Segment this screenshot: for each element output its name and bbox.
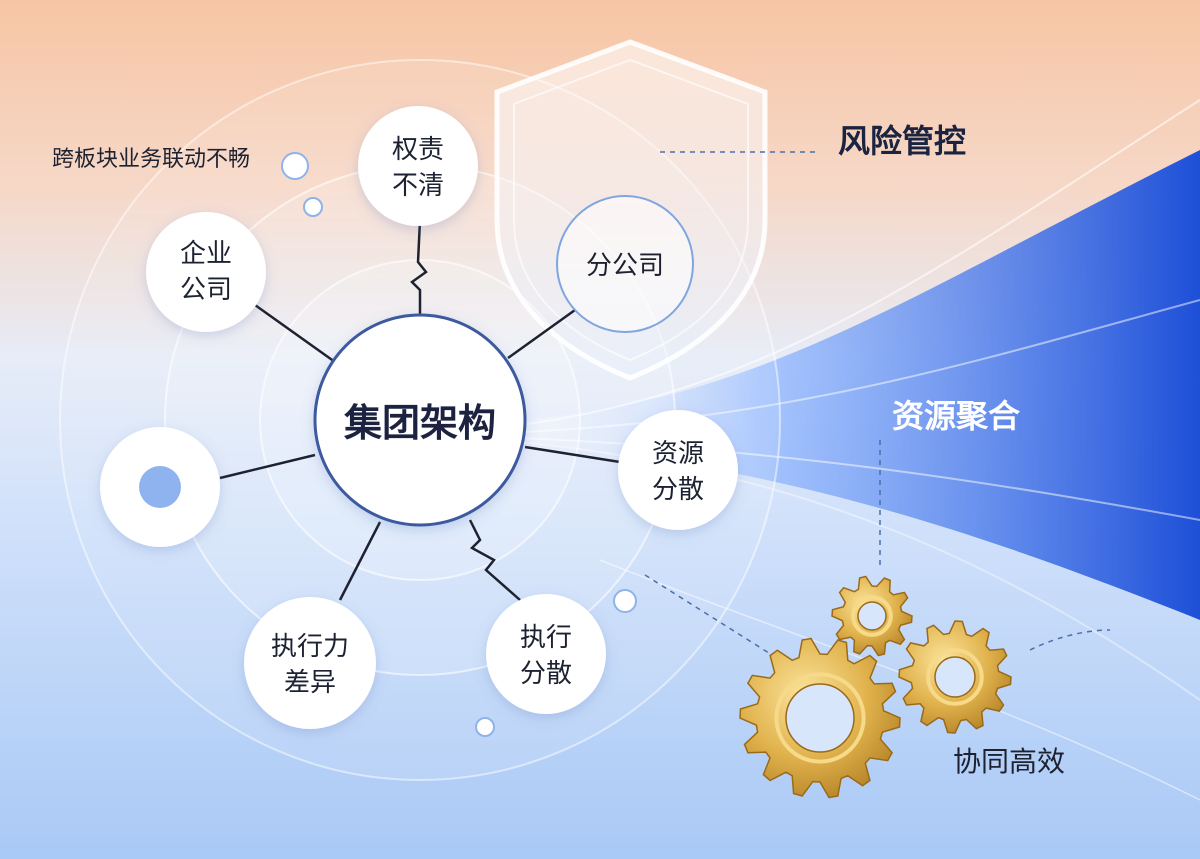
annotation-cross-sector: 跨板块业务联动不畅 — [52, 147, 250, 172]
node-execution-gap-line1: 执行力 — [271, 632, 349, 662]
annotation-resource-aggregation: 资源聚合 — [892, 397, 1020, 435]
gear-large-ring — [774, 672, 866, 764]
annotation-risk-control: 风险管控 — [838, 122, 966, 160]
hub-label: 集团架构 — [343, 401, 496, 445]
leader-lines — [644, 151, 1111, 661]
node-execution-gap: 执行力 差异 — [244, 597, 376, 729]
node-rights-line1: 权责 — [392, 135, 444, 165]
node-dot — [100, 427, 220, 547]
node-branch: 分公司 — [556, 195, 694, 333]
gear-small-hole — [857, 601, 887, 631]
connector-lines — [219, 219, 621, 601]
gear-small-ring — [851, 595, 893, 637]
node-execution-split-line2: 分散 — [520, 659, 572, 689]
decorative-dots — [281, 152, 637, 737]
gear-large-hole — [785, 683, 855, 753]
node-execution-split: 执行 分散 — [486, 594, 606, 714]
hub-node: 集团架构 — [313, 313, 527, 527]
annotation-synergy: 协同高效 — [953, 745, 1065, 778]
node-resource: 资源 分散 — [618, 410, 738, 530]
node-resource-line2: 分散 — [652, 475, 704, 505]
node-execution-gap-line2: 差异 — [284, 668, 336, 698]
dot-icon — [139, 466, 181, 508]
node-execution-split-line1: 执行 — [520, 623, 572, 653]
node-branch-label: 分公司 — [586, 251, 664, 281]
gear-icon — [739, 575, 1012, 799]
node-enterprise-line2: 公司 — [180, 275, 232, 305]
node-rights-line2: 不清 — [392, 171, 444, 201]
gear-medium-ring — [926, 648, 984, 706]
node-enterprise-line1: 企业 — [180, 239, 232, 269]
node-resource-line1: 资源 — [652, 439, 704, 469]
gear-medium-hole — [934, 656, 976, 698]
node-rights: 权责 不清 — [358, 106, 478, 226]
node-enterprise: 企业 公司 — [146, 212, 266, 332]
